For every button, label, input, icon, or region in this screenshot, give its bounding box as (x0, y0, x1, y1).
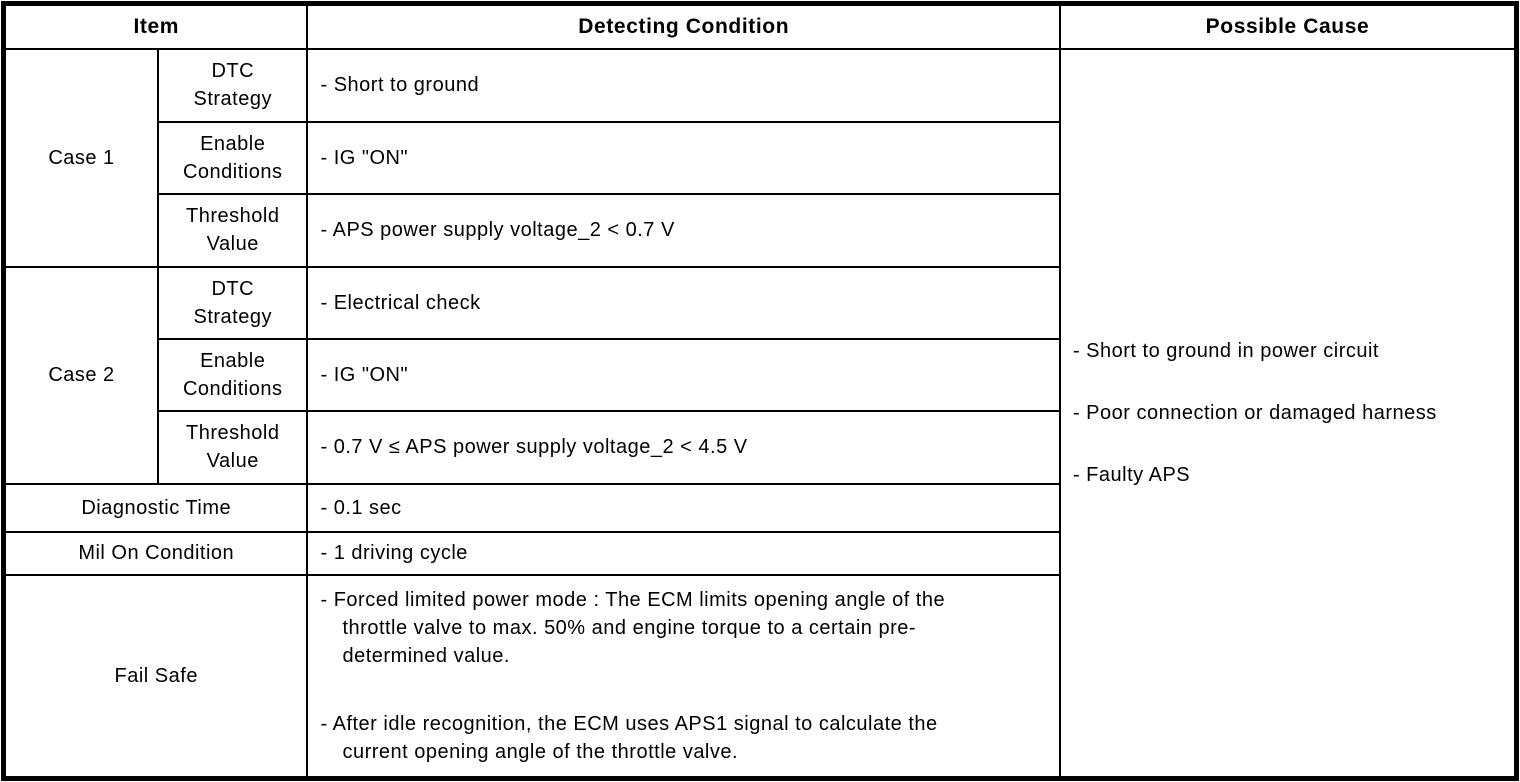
diagnostic-time-label-cell: Diagnostic Time (2, 482, 309, 533)
condition-text: - 0.1 sec (320, 496, 402, 519)
case1-label-cell: Case 1 (2, 47, 159, 268)
table-row: Enable Conditions - IG "ON" (4, 337, 1517, 412)
table-row: Enable Conditions - IG "ON" (4, 120, 1517, 195)
case2-enable-conditions-value-cell: - IG "ON" (306, 337, 1061, 412)
case1-enable-conditions-label-cell: Enable Conditions (156, 120, 309, 195)
table-row: Fail Safe - Forced limited power mode : … (2, 573, 1517, 780)
table-row: Threshold Value - APS power supply volta… (4, 192, 1517, 268)
header-cell-item: Item (2, 2, 309, 50)
case2-threshold-value-label-cell: Threshold Value (156, 409, 309, 485)
possible-cause-item: - Short to ground in power circuit (1072, 339, 1379, 362)
case1-threshold-value-label-cell: Threshold Value (156, 192, 309, 268)
table-header-row: Item Detecting Condition Possible Cause (2, 2, 1518, 50)
mil-on-condition-label-cell: Mil On Condition (2, 530, 309, 576)
possible-cause-item: - Faulty APS (1072, 463, 1191, 486)
case2-dtc-strategy-label-cell: DTC Strategy (156, 265, 309, 340)
possible-cause-item: - Poor connection or damaged harness (1072, 401, 1437, 424)
table-row: Case 1 DTC Strategy - Short to ground - … (2, 47, 1518, 780)
fail-safe-label-cell: Fail Safe (2, 573, 309, 780)
fail-safe-paragraph: - Forced limited power mode : The ECM li… (320, 588, 946, 667)
condition-text: - 0.7 V ≤ APS power supply voltage_2 < 4… (320, 436, 748, 458)
header-cell-detecting-condition: Detecting Condition (306, 2, 1061, 50)
header-cell-possible-cause: Possible Cause (1058, 2, 1518, 50)
fail-safe-value-cell: - Forced limited power mode : The ECM li… (306, 573, 1061, 780)
table-row: Mil On Condition - 1 driving cycle (2, 530, 1517, 576)
condition-text: - 1 driving cycle (320, 542, 468, 564)
mil-on-condition-value-cell: - 1 driving cycle (306, 530, 1061, 576)
table-row: Case 2 DTC Strategy - Electrical check (2, 265, 1517, 485)
condition-text: - Short to ground (320, 74, 480, 96)
case2-dtc-strategy-value-cell: - Electrical check (306, 265, 1061, 340)
table-row: Diagnostic Time - 0.1 sec (2, 482, 1517, 533)
case2-enable-conditions-label-cell: Enable Conditions (156, 337, 309, 412)
condition-text: - Electrical check (320, 291, 481, 314)
diagnostic-time-value-cell: - 0.1 sec (306, 482, 1061, 533)
condition-text: - IG "ON" (320, 146, 409, 169)
case2-label-cell: Case 2 (2, 265, 159, 485)
case1-enable-conditions-value-cell: - IG "ON" (306, 120, 1061, 195)
possible-cause-cell: - Short to ground in power circuit - Poo… (1058, 47, 1518, 780)
fail-safe-paragraph: - After idle recognition, the ECM uses A… (320, 712, 938, 763)
condition-text: - IG "ON" (320, 363, 409, 386)
case1-dtc-strategy-label-cell: DTC Strategy (156, 47, 309, 123)
case2-threshold-value-value-cell: - 0.7 V ≤ APS power supply voltage_2 < 4… (306, 409, 1061, 485)
case1-dtc-strategy-value-cell: - Short to ground (306, 47, 1061, 123)
table-row: Threshold Value - 0.7 V ≤ APS power supp… (4, 409, 1517, 485)
case1-threshold-value-value-cell: - APS power supply voltage_2 < 0.7 V (306, 192, 1061, 268)
condition-text: - APS power supply voltage_2 < 0.7 V (320, 219, 675, 241)
